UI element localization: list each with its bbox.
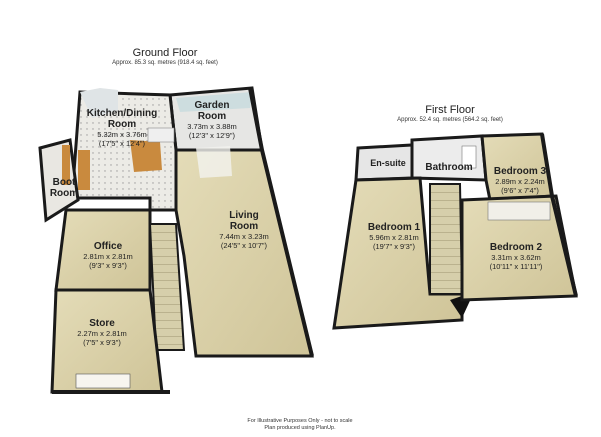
bathroom-label: Bathroom	[425, 162, 472, 173]
bedroom-1-label: Bedroom 1 5.96m x 2.81m (19'7" x 9'3")	[368, 222, 420, 251]
bedroom-1-dim-ft: (19'7" x 9'3")	[373, 242, 415, 251]
boot-room-name-1: Boot	[52, 177, 76, 188]
garden-room-dim-m: 3.73m x 3.88m	[187, 122, 237, 131]
garden-room-name-1: Garden	[194, 100, 230, 111]
living-room-dim-ft: (24'5" x 10'7")	[220, 241, 268, 250]
bedroom-3-dim-m: 2.89m x 2.24m	[495, 177, 545, 186]
boot-room-label: Boot Room	[50, 177, 78, 199]
ground-floor-plan	[38, 86, 314, 394]
office-name: Office	[93, 241, 123, 252]
garden-room-label: Garden Room 3.73m x 3.88m (12'3" x 12'9"…	[187, 100, 237, 140]
bedroom-2-dim-ft: (10'11" x 11'11")	[489, 262, 543, 271]
footer: For Illustrative Purposes Only - not to …	[200, 418, 400, 432]
store-dim-ft: (7'5" x 9'3")	[83, 338, 121, 347]
kitchen-dining-dim-ft: (17'5" x 12'4")	[98, 139, 146, 148]
bedroom-3-dim-ft: (9'6" x 7'4")	[501, 186, 539, 195]
garden-room-name-2: Room	[197, 111, 227, 122]
bedroom-2-name: Bedroom 2	[489, 242, 543, 253]
bedroom-3-label: Bedroom 3 2.89m x 2.24m (9'6" x 7'4")	[494, 166, 546, 195]
bathroom-name: Bathroom	[425, 162, 473, 173]
ensuite-label: En-suite	[370, 158, 406, 169]
kitchen-dining-name-1: Kitchen/Dining	[86, 108, 158, 119]
boot-room-area	[38, 138, 80, 223]
footer-disclaimer: For Illustrative Purposes Only - not to …	[247, 418, 353, 424]
ground-floor-title: Ground Floor	[132, 47, 198, 59]
bedroom-3-name: Bedroom 3	[493, 166, 547, 177]
kitchen-dining-label: Kitchen/Dining Room 5.32m x 3.76m (17'5"…	[87, 108, 158, 148]
living-room-area	[174, 146, 314, 358]
bedroom-2-label: Bedroom 2 3.31m x 3.62m (10'11" x 11'11"…	[490, 242, 543, 271]
office-dim-m: 2.81m x 2.81m	[83, 252, 133, 261]
office-dim-ft: (9'3" x 9'3")	[89, 261, 127, 270]
garden-room-dim-ft: (12'3" x 12'9")	[188, 131, 236, 140]
ground-floor-area: Approx. 85.3 sq. metres (918.4 sq. feet)	[112, 60, 218, 66]
bedroom-1-dim-m: 5.96m x 2.81m	[369, 233, 419, 242]
store-label: Store 2.27m x 2.81m (7'5" x 9'3")	[77, 318, 127, 347]
first-floor-plan	[332, 132, 578, 330]
store-name: Store	[89, 318, 115, 329]
kitchen-dining-name-2: Room	[107, 119, 137, 130]
office-label: Office 2.81m x 2.81m (9'3" x 9'3")	[83, 241, 133, 270]
bedroom-1-name: Bedroom 1	[367, 222, 421, 233]
boot-room-name-2: Room	[49, 188, 79, 199]
bathroom-area	[410, 134, 488, 182]
living-room-label: Living Room 7.44m x 3.23m (24'5" x 10'7"…	[219, 210, 269, 250]
store-dim-m: 2.27m x 2.81m	[77, 329, 127, 338]
kitchen-dining-dim-m: 5.32m x 3.76m	[97, 130, 147, 139]
first-floor-area: Approx. 52.4 sq. metres (564.2 sq. feet)	[397, 117, 503, 123]
ground-stairs	[148, 223, 186, 351]
ensuite-name: En-suite	[370, 158, 406, 168]
living-room-name-1: Living	[229, 210, 259, 221]
living-room-dim-m: 7.44m x 3.23m	[219, 232, 269, 241]
kitchen-dining-area	[70, 88, 178, 212]
living-room-name-2: Room	[229, 221, 259, 232]
bedroom-2-dim-m: 3.31m x 3.62m	[491, 253, 541, 262]
footer-credit: Plan produced using PlanUp.	[264, 425, 336, 431]
first-floor-title: First Floor	[425, 104, 475, 116]
